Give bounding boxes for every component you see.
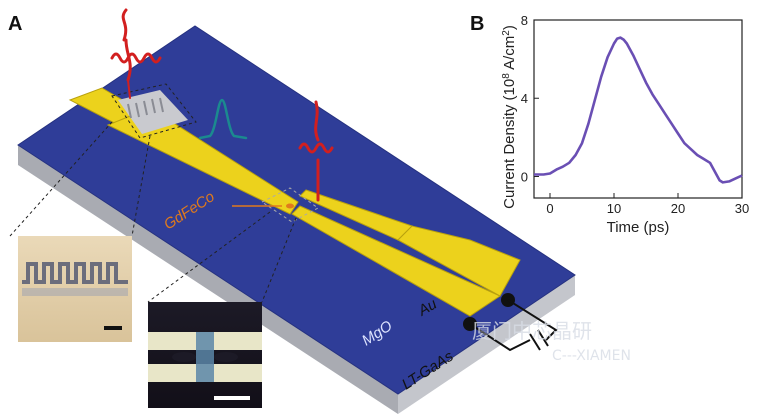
x-tick-label: 30 [735, 201, 749, 216]
inset-switch-scalebar [104, 326, 122, 330]
inset-switch-micrograph [18, 236, 132, 342]
pump-pulse-left-beam [127, 79, 131, 99]
photoswitch-fingers [127, 97, 164, 119]
proj-line-1 [9, 121, 113, 237]
proj-line-3 [147, 211, 271, 303]
inset-sample-micrograph [148, 302, 262, 408]
y-tick-label: 0 [521, 169, 528, 184]
x-tick-label: 20 [671, 201, 685, 216]
series-line-current-density [534, 36, 743, 184]
inset-sample-gap-left [172, 352, 196, 362]
watermark: 厦门中芯晶研 C---XIAMEN [472, 319, 631, 364]
y-tick-label: 4 [521, 91, 528, 106]
circuit-wire [469, 299, 558, 352]
center-dashed-box [261, 187, 319, 223]
y-axis-label: Current Density (108 A/cm2) [501, 25, 519, 209]
y-tick-label: 8 [521, 13, 528, 28]
plot-frame [533, 19, 743, 199]
laser-pulses [110, 8, 334, 202]
y-axis-label-close: ) [501, 25, 518, 30]
y-axis-ticks: 0 4 8 [521, 13, 539, 184]
x-tick-label: 10 [607, 201, 621, 216]
chart-current-density: 0 10 20 30 0 4 8 Time (ps) Current Density (1… [501, 13, 750, 236]
gdfeco-dot [286, 203, 294, 209]
current-pulse-teal [198, 98, 248, 140]
photoswitch-region [111, 83, 197, 139]
x-axis-label: Time (ps) [607, 219, 670, 236]
y-axis-label-exp: 8 [501, 73, 512, 79]
gold-electrodes [68, 87, 521, 317]
capacitor-plate-2 [537, 329, 549, 347]
probe-pulse-center [298, 100, 334, 202]
electrode-upper-left-tab [397, 225, 521, 297]
watermark-line1: 厦门中芯晶研 [472, 319, 592, 343]
substrate-front-face [18, 145, 398, 414]
x-tick-label: 0 [546, 201, 553, 216]
capacitor-plate-1 [529, 333, 541, 351]
inset-sample-center [196, 332, 214, 382]
inset-projection-lines [9, 121, 297, 303]
panel-b-letter: B [470, 13, 484, 35]
panel-a: A GdFeCo [8, 8, 631, 414]
y-axis-label-unit-exp: 2 [501, 30, 512, 36]
x-axis-ticks: 0 10 20 30 [546, 193, 749, 216]
inset-switch-meander [22, 262, 128, 284]
inset-sample-gap-right [214, 352, 238, 362]
photoswitch-gap [118, 90, 188, 134]
panel-a-letter: A [8, 13, 22, 35]
chart-series [534, 36, 743, 184]
external-circuit [463, 293, 558, 352]
inset-switch-lower-band [22, 288, 128, 296]
photoswitch-dashed-box [111, 83, 197, 139]
pump-pulse-left [110, 8, 162, 82]
substrate-right-face [398, 275, 575, 414]
y-axis-label-unit: A/cm [501, 36, 518, 74]
inset-sample-scalebar [214, 396, 250, 400]
y-axis-label-main: Current Density (10 [501, 79, 518, 209]
watermark-line2: C---XIAMEN [552, 348, 631, 364]
panel-b: B 0 10 20 30 0 4 8 Time (ps) Current Density … [470, 13, 749, 236]
proj-line-2 [131, 135, 151, 237]
